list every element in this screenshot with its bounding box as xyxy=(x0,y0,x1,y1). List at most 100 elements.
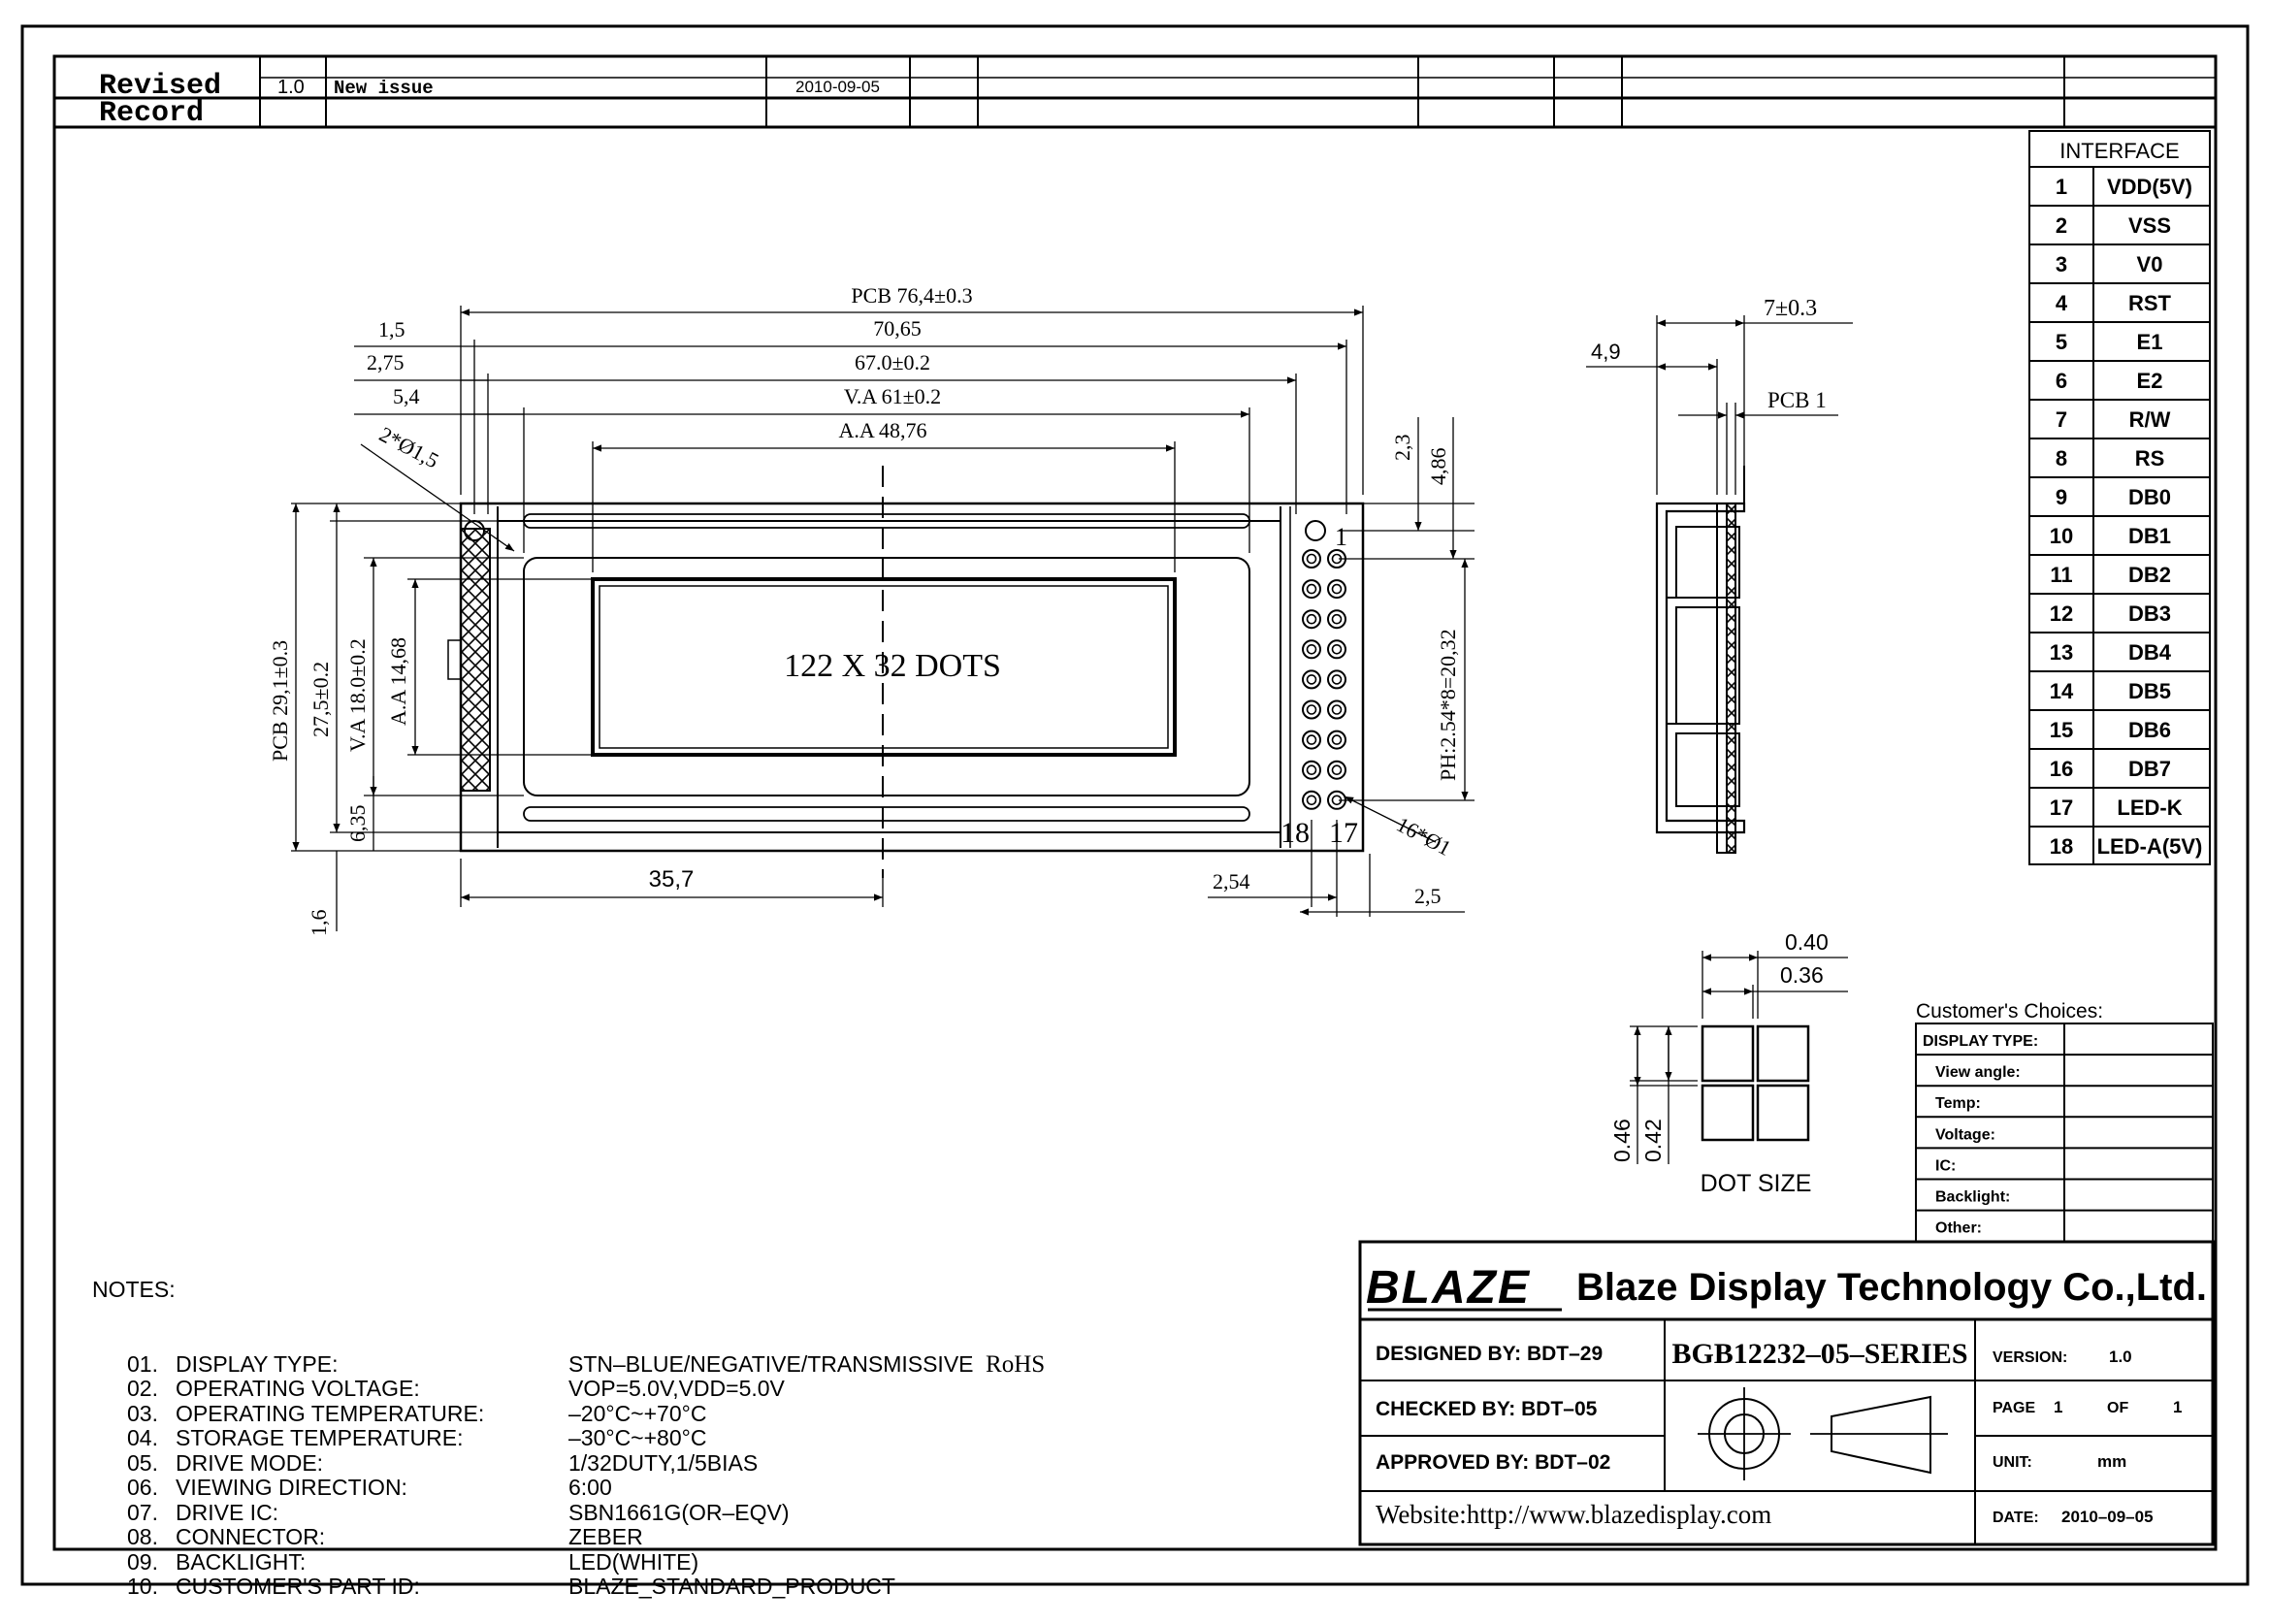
note-item: 01.DISPLAY TYPE:STN–BLUE/NEGATIVE/TRANSM… xyxy=(127,1350,1045,1378)
note-item: 09.BACKLIGHT:LED(WHITE) xyxy=(127,1548,1045,1575)
connector-pad-hole xyxy=(1306,795,1317,806)
connector-pad-hole xyxy=(1306,643,1317,655)
dim-70-65: 70,65 xyxy=(873,316,922,341)
notes-section: NOTES: 01.DISPLAY TYPE:STN–BLUE/NEGATIVE… xyxy=(92,1228,1045,1624)
interface-title: INTERFACE xyxy=(2059,139,2179,163)
pin-17-label: 17 xyxy=(1329,817,1358,849)
connector-pad xyxy=(1302,609,1321,630)
dim-hole: 2*Ø1,5 xyxy=(375,422,442,473)
dim-4-86: 4,86 xyxy=(1426,448,1450,486)
connector-pad xyxy=(1302,790,1321,810)
note-item: 10.CUSTOMER'S PART ID:BLAZE_STANDARD_PRO… xyxy=(127,1574,1045,1600)
dim-2-54: 2,54 xyxy=(1213,869,1250,893)
connector-pad-hole xyxy=(1331,583,1343,595)
interface-pin-name: E2 xyxy=(2137,369,2163,393)
dim-35-7: 35,7 xyxy=(649,866,695,893)
revision-description: New issue xyxy=(334,78,434,99)
interface-table xyxy=(2028,130,2211,865)
pin-1-label: 1 xyxy=(1335,523,1347,551)
inner-border xyxy=(52,54,2218,1551)
connector-pad-hole xyxy=(1331,704,1343,715)
notes-title: NOTES: xyxy=(92,1277,176,1302)
interface-pin-number: 13 xyxy=(2050,640,2073,665)
connector-pad-hole xyxy=(1306,764,1317,776)
customer-choice-label: Backlight: xyxy=(1935,1189,2010,1206)
customer-choice-label: Other: xyxy=(1935,1220,1982,1237)
date-label: DATE: xyxy=(1993,1510,2039,1526)
customer-choice-label: Temp: xyxy=(1935,1095,1981,1112)
interface-pin-number: 1 xyxy=(2056,175,2067,199)
customer-choice-label: DISPLAY TYPE: xyxy=(1923,1033,2038,1050)
interface-pin-number: 17 xyxy=(2050,796,2073,820)
note-item: 07.DRIVE IC:SBN1661G(OR–EQV) xyxy=(127,1499,1045,1526)
note-number: 01. xyxy=(127,1350,158,1377)
dim-pcb-width: PCB 76,4±0.3 xyxy=(851,283,972,308)
interface-pin-number: 18 xyxy=(2050,834,2073,859)
dim-5-4: 5,4 xyxy=(393,384,420,408)
connector-pad-hole xyxy=(1306,734,1317,745)
title-block xyxy=(1358,1240,2215,1546)
connector-pad-hole xyxy=(1306,674,1317,685)
connector-pad xyxy=(1327,760,1346,780)
revised-record-label-1: Revised xyxy=(99,70,221,103)
interface-pin-number: 15 xyxy=(2050,718,2073,742)
interface-pin-name: RS xyxy=(2135,446,2165,471)
note-label: BACKLIGHT: xyxy=(176,1548,307,1575)
interface-pin-number: 10 xyxy=(2050,524,2073,548)
lcd-side-view xyxy=(1655,466,1746,854)
unit-label: UNIT: xyxy=(1993,1454,2032,1471)
customer-choices-table xyxy=(1915,1023,2214,1243)
interface-pin-name: DB7 xyxy=(2128,757,2171,781)
note-value: VOP=5.0V,VDD=5.0V xyxy=(568,1376,785,1401)
connector-pad-hole xyxy=(1331,764,1343,776)
note-value: –20°C~+70°C xyxy=(568,1400,707,1426)
connector-pad-hole xyxy=(1331,613,1343,625)
interface-pin-name: E1 xyxy=(2137,330,2163,354)
connector-pad-hole xyxy=(1331,674,1343,685)
company-name: Blaze Display Technology Co.,Ltd. xyxy=(1576,1266,2207,1309)
dim-va-height: V.A 18.0±0.2 xyxy=(345,638,370,752)
logo: BLAZE xyxy=(1366,1262,1531,1314)
connector-pad-hole xyxy=(1306,553,1317,565)
customer-choices-rows: DISPLAY TYPE:View angle:Temp:Voltage:IC:… xyxy=(1923,1033,2038,1237)
dot-size-detail xyxy=(1630,951,1848,1164)
interface-pin-number: 12 xyxy=(2050,601,2073,626)
of-label: OF xyxy=(2107,1400,2128,1416)
unit-value: mm xyxy=(2097,1452,2126,1471)
note-label: CONNECTOR: xyxy=(176,1524,326,1549)
note-value: SBN1661G(OR–EQV) xyxy=(568,1499,790,1525)
interface-pin-name: DB2 xyxy=(2128,563,2171,587)
interface-pin-number: 3 xyxy=(2056,252,2067,276)
interface-pin-name: R/W xyxy=(2129,407,2171,432)
note-value: 1/32DUTY,1/5BIAS xyxy=(568,1449,759,1476)
connector-pad-hole xyxy=(1331,734,1343,745)
date-value: 2010–09–05 xyxy=(2061,1508,2154,1526)
front-dimension-labels: PCB 76,4±0.3 70,65 67.0±0.2 V.A 61±0.2 A… xyxy=(268,283,1460,936)
page-label: PAGE xyxy=(1993,1400,2035,1416)
dim-1-6: 1,6 xyxy=(307,910,331,937)
dot-width-2: 0.36 xyxy=(1780,962,1824,988)
interface-pin-number: 14 xyxy=(2050,679,2074,703)
note-label: OPERATING VOLTAGE: xyxy=(176,1376,420,1401)
dim-pad: 16*Ø1 xyxy=(1393,812,1456,861)
note-number: 07. xyxy=(127,1499,158,1525)
outer-border xyxy=(20,24,2250,1586)
dot-height-1: 0.46 xyxy=(1609,1119,1635,1162)
note-value: STN–BLUE/NEGATIVE/TRANSMISSIVE xyxy=(568,1350,974,1377)
note-number: 10. xyxy=(127,1574,158,1599)
note-label: STORAGE TEMPERATURE: xyxy=(176,1425,464,1450)
connector-pad xyxy=(1327,579,1346,600)
connector-pad xyxy=(1327,609,1346,630)
approved-by: APPROVED BY: BDT–02 xyxy=(1376,1451,1610,1474)
connector-pad xyxy=(1302,579,1321,600)
note-item: 06.VIEWING DIRECTION:6:00 xyxy=(127,1475,1045,1501)
dim-2-3: 2,3 xyxy=(1390,435,1414,462)
dim-pitch: PH:2.54*8=20,32 xyxy=(1436,629,1460,781)
dim-6-35: 6,35 xyxy=(345,805,370,843)
dot-height-2: 0.42 xyxy=(1640,1119,1666,1162)
interface-pin-name: DB4 xyxy=(2128,640,2172,665)
dim-2-5: 2,5 xyxy=(1414,884,1442,908)
note-value: 6:00 xyxy=(568,1475,612,1500)
interface-pin-name: LED-A(5V) xyxy=(2097,834,2203,859)
